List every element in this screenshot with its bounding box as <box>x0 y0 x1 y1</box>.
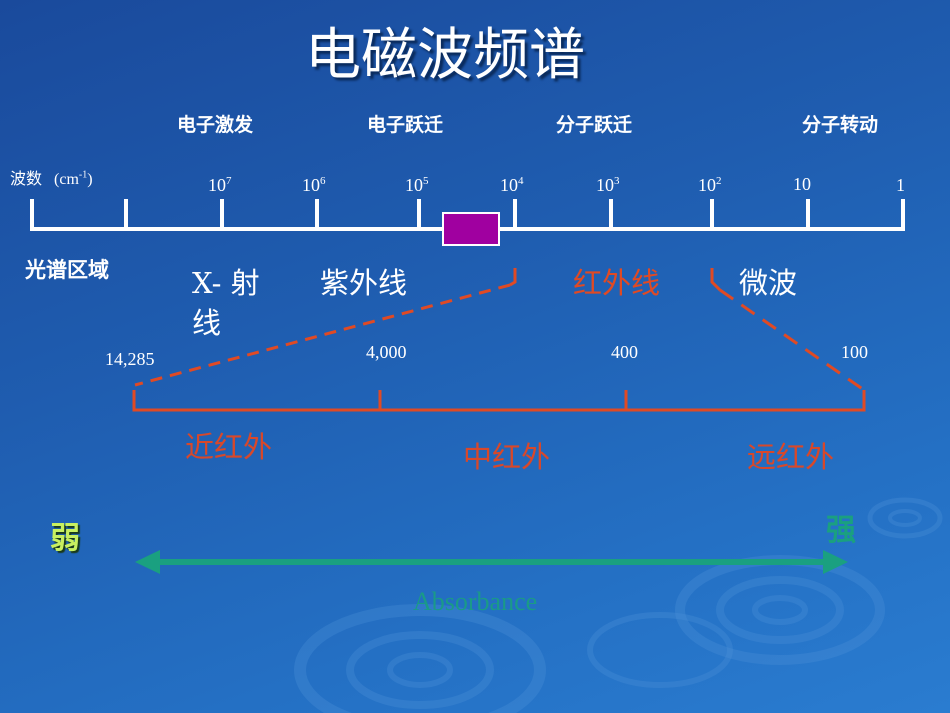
visible-light-box <box>442 212 500 246</box>
tick-label: 102 <box>698 175 722 195</box>
transition-molecular-rotation: 分子转动 <box>802 114 879 136</box>
ir-region-far: 远红外 <box>747 440 835 474</box>
tick-label: 104 <box>500 175 524 195</box>
ir-zoom-right-line <box>719 288 865 392</box>
transition-electron-excitation: 电子激发 <box>177 114 254 136</box>
region-xray: X- 射 <box>192 266 260 300</box>
absorbance-label: Absorbance <box>413 587 538 616</box>
spectral-region-label: 光谱区域 <box>25 258 109 282</box>
absorbance-arrow-left-head <box>135 550 160 574</box>
ir-zoom-right-cap <box>710 268 722 292</box>
ir-wavenumber: 14,285 <box>105 349 155 369</box>
ir-wavenumber: 4,000 <box>366 342 407 362</box>
ir-wavenumber: 100 <box>841 342 868 362</box>
weak-label: 弱 <box>50 521 80 556</box>
ir-region-near: 近红外 <box>185 430 273 464</box>
wavenumber-unit: 波数 (cm-1) <box>10 169 93 188</box>
tick-label: 1 <box>896 175 905 195</box>
tick-label: 105 <box>405 175 429 195</box>
region-microwave: 微波 <box>739 266 798 300</box>
strong-label: 强 <box>826 513 856 548</box>
ir-region-mid: 中红外 <box>463 440 551 474</box>
ir-wavenumber: 400 <box>611 342 638 362</box>
transition-molecular-jump: 分子跃迁 <box>556 114 633 136</box>
region-uv: 紫外线 <box>320 266 408 300</box>
ir-zoom-left-cap <box>509 268 517 287</box>
tick-label: 10 <box>793 174 811 194</box>
ir-zoom-left-line <box>134 283 511 387</box>
region-ir: 红外线 <box>573 266 661 300</box>
region-xray-line2: 线 <box>192 306 222 340</box>
page-title: 电磁波频谱 <box>305 23 585 88</box>
tick-label: 103 <box>596 175 620 195</box>
tick-label: 107 <box>208 175 232 195</box>
transition-electron-jump: 电子跃迁 <box>367 114 444 136</box>
tick-label: 106 <box>302 175 326 195</box>
ir-bracket <box>132 390 866 412</box>
absorbance-arrow-right-head <box>823 550 848 574</box>
